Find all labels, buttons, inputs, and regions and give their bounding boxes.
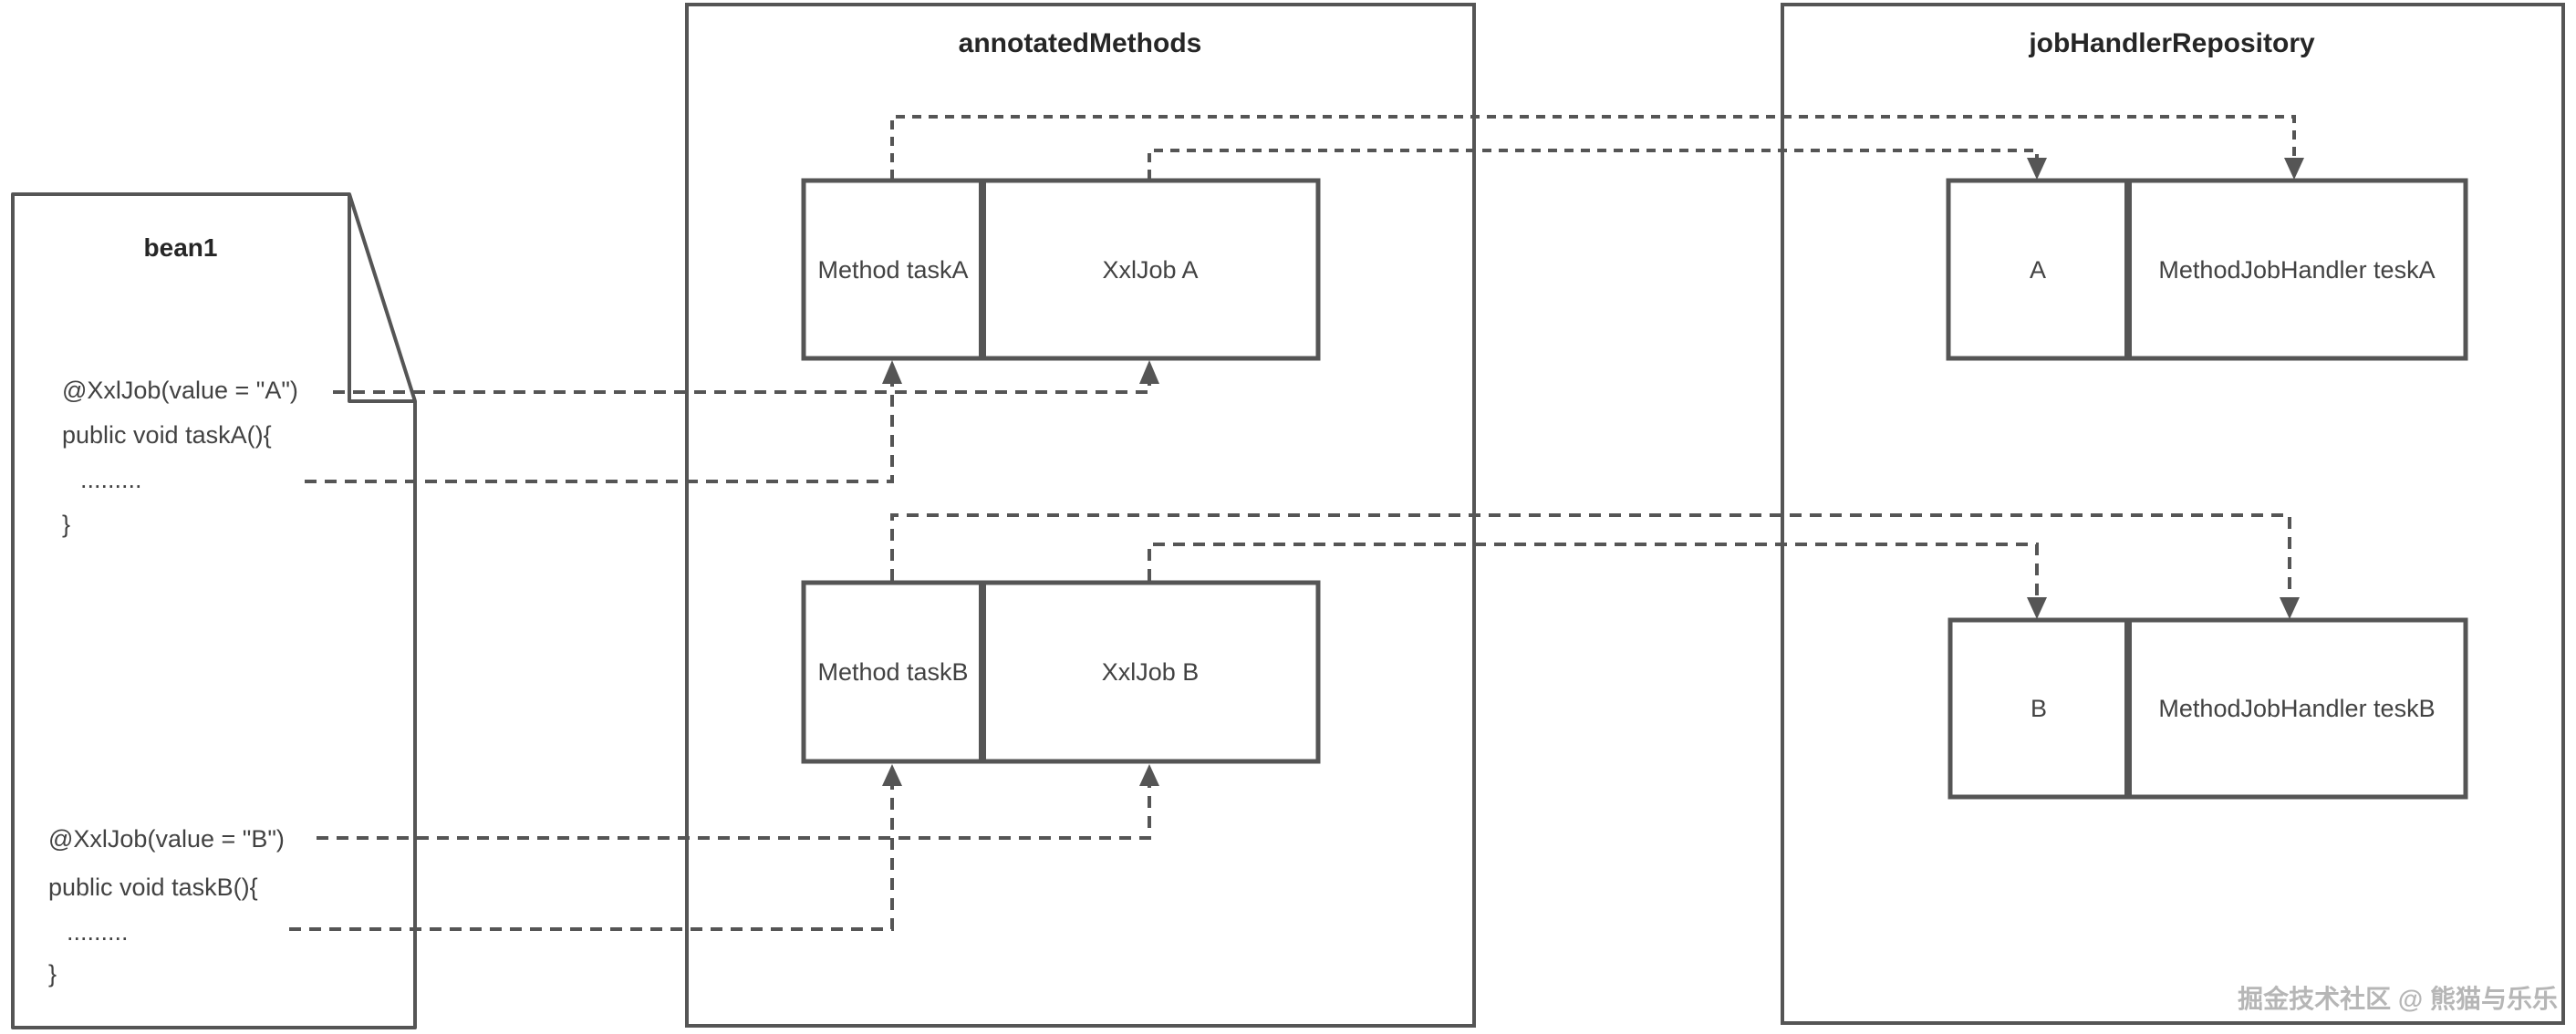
arrow-bodyB-to-methodB — [289, 786, 894, 931]
arrowhead-annotationB — [1139, 764, 1159, 786]
jh-row-b-handler-label: MethodJobHandler teskB — [2158, 695, 2436, 722]
job-handler-repository-title: jobHandlerRepository — [2029, 28, 2315, 58]
arrowhead-bodyB — [882, 764, 902, 786]
arrow-xxljobB-to-keyB — [1148, 543, 2039, 597]
jh-row-a-key-label: A — [2029, 256, 2047, 284]
am-row-a-method-label: Method taskA — [817, 256, 969, 284]
arrow-methodB-to-handlerB — [890, 513, 2291, 597]
arrow-bodyA-to-methodA — [305, 384, 894, 483]
arrowhead-keyB — [2027, 597, 2047, 619]
bean1-code-b-signature: public void taskB(){ — [48, 874, 258, 901]
am-row-a-box — [801, 178, 1321, 361]
bean1-code-b-annotation: @XxlJob(value = "B") — [48, 825, 285, 853]
am-row-b-box — [801, 580, 1321, 764]
bean1-fold-lines — [348, 194, 415, 403]
watermark-text: 掘金技术社区 @ 熊猫与乐乐 — [2238, 985, 2558, 1013]
arrow-methodA-to-handlerA — [890, 115, 2296, 179]
jh-row-a-handler-label: MethodJobHandler teskA — [2158, 256, 2436, 284]
arrow-xxljobA-to-keyA — [1148, 149, 2039, 179]
bean1-code-b-closing-brace: } — [48, 960, 57, 987]
bean1-code-a-annotation: @XxlJob(value = "A") — [62, 377, 298, 404]
annotated-methods-title: annotatedMethods — [958, 28, 1202, 58]
am-row-a-xxljob-label: XxlJob A — [1102, 256, 1199, 284]
am-row-b-xxljob-label: XxlJob B — [1101, 658, 1200, 686]
arrow-annotationB-to-xxljobB — [317, 786, 1151, 840]
am-row-b-method-label: Method taskB — [817, 658, 969, 686]
arrowhead-handlerA — [2284, 158, 2304, 180]
jh-row-b-box — [1948, 617, 2468, 800]
bean1-code-a-body-dots: ......... — [80, 466, 142, 493]
arrowhead-annotationA — [1139, 360, 1159, 384]
jh-row-a-box — [1946, 178, 2468, 361]
arrowhead-handlerB — [2280, 597, 2300, 619]
bean1-note-shape — [11, 192, 417, 1029]
arrowhead-bodyA — [882, 360, 902, 384]
bean1-code-a-signature: public void taskA(){ — [62, 421, 272, 449]
arrowhead-keyA — [2027, 158, 2047, 180]
bean1-code-a-closing-brace: } — [62, 511, 71, 538]
arrow-annotationA-to-xxljobA — [333, 384, 1151, 394]
jh-row-b-key-label: B — [2030, 695, 2048, 722]
annotated-methods-container — [685, 3, 1476, 1028]
bean1-title: bean1 — [143, 233, 218, 262]
bean1-code-b-body-dots: ......... — [67, 918, 129, 946]
